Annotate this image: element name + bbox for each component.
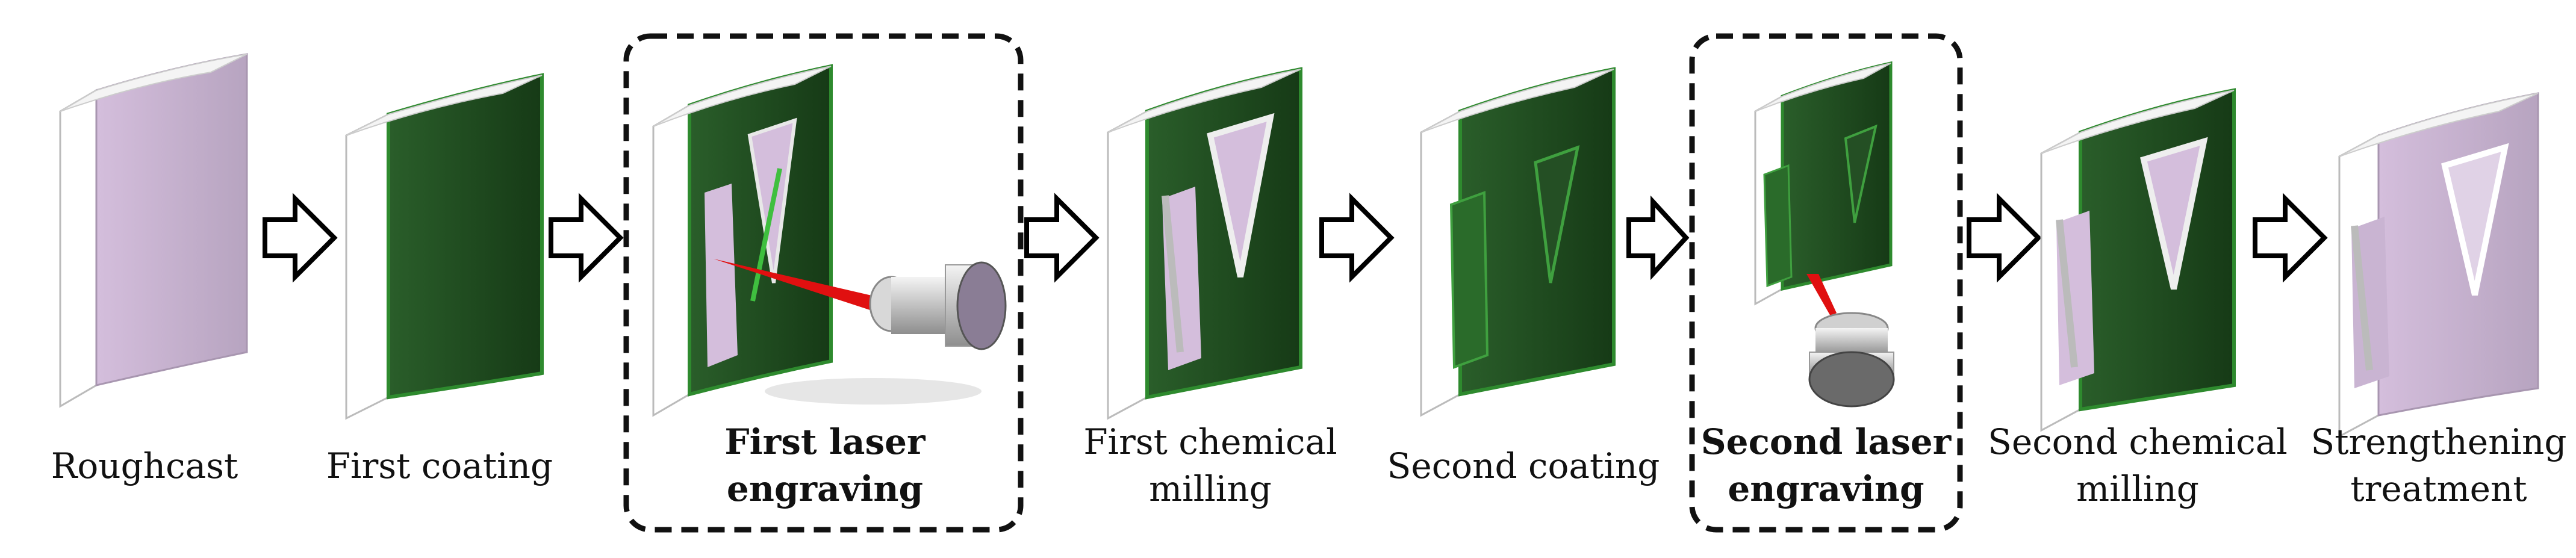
highlight-box-first-laser xyxy=(623,33,1024,533)
stage-label-second-laser-engraving: Second laser engraving xyxy=(1695,418,1957,512)
stage-label-line: milling xyxy=(1149,468,1272,509)
stage-label-roughcast: Roughcast xyxy=(24,442,265,489)
first-chemical-milling-part xyxy=(1107,67,1302,420)
process-arrow-1 xyxy=(263,193,338,283)
process-arrow-7 xyxy=(2253,193,2328,283)
roughcast-part xyxy=(59,53,248,408)
process-arrow-5 xyxy=(1626,195,1690,281)
process-arrow-3 xyxy=(1024,193,1100,283)
stage-label-line: First laser xyxy=(724,421,926,462)
stage-label-first-chemical-milling: First chemical milling xyxy=(1054,418,1367,512)
process-arrow-2 xyxy=(549,193,624,283)
process-arrow-4 xyxy=(1319,193,1395,283)
stage-label-line: engraving xyxy=(1728,468,1924,509)
second-chemical-milling-part xyxy=(2040,88,2236,432)
second-coating-part xyxy=(1420,67,1616,417)
second-laser-engraving-part xyxy=(1754,61,1893,306)
stage-label-line: Roughcast xyxy=(51,445,238,486)
first-laser-engraving-part xyxy=(652,64,833,417)
laser-beam-2 xyxy=(1806,274,1837,316)
stage-label-line: Second coating xyxy=(1387,445,1660,486)
stage-label-first-laser-engraving: First laser engraving xyxy=(638,418,1012,512)
stage-label-line: engraving xyxy=(726,468,924,509)
laser-beam-1 xyxy=(714,259,882,313)
first-coating-part xyxy=(345,73,544,420)
stage-label-line: Strengthening xyxy=(2310,421,2567,462)
laser-nozzle-icon-2 xyxy=(1808,312,1895,408)
stage-label-line: milling xyxy=(2076,468,2199,509)
stage-label-line: Second laser xyxy=(1700,421,1952,462)
stage-label-first-coating: First coating xyxy=(301,442,578,489)
strengthening-treatment-part xyxy=(2338,92,2539,438)
stage-label-line: Second chemical xyxy=(1988,421,2288,462)
stage-label-line: First coating xyxy=(326,445,553,486)
stage-label-strengthening-treatment: Strengthening treatment xyxy=(2306,418,2571,512)
stage-label-line: treatment xyxy=(2350,468,2527,509)
laser-nozzle-icon xyxy=(765,261,1007,405)
stage-label-line: First chemical xyxy=(1083,421,1337,462)
stage-label-second-coating: Second coating xyxy=(1373,442,1674,489)
stage-label-second-chemical-milling: Second chemical milling xyxy=(1969,418,2306,512)
highlight-box-second-laser xyxy=(1689,33,1963,533)
process-arrow-6 xyxy=(1967,193,2042,283)
